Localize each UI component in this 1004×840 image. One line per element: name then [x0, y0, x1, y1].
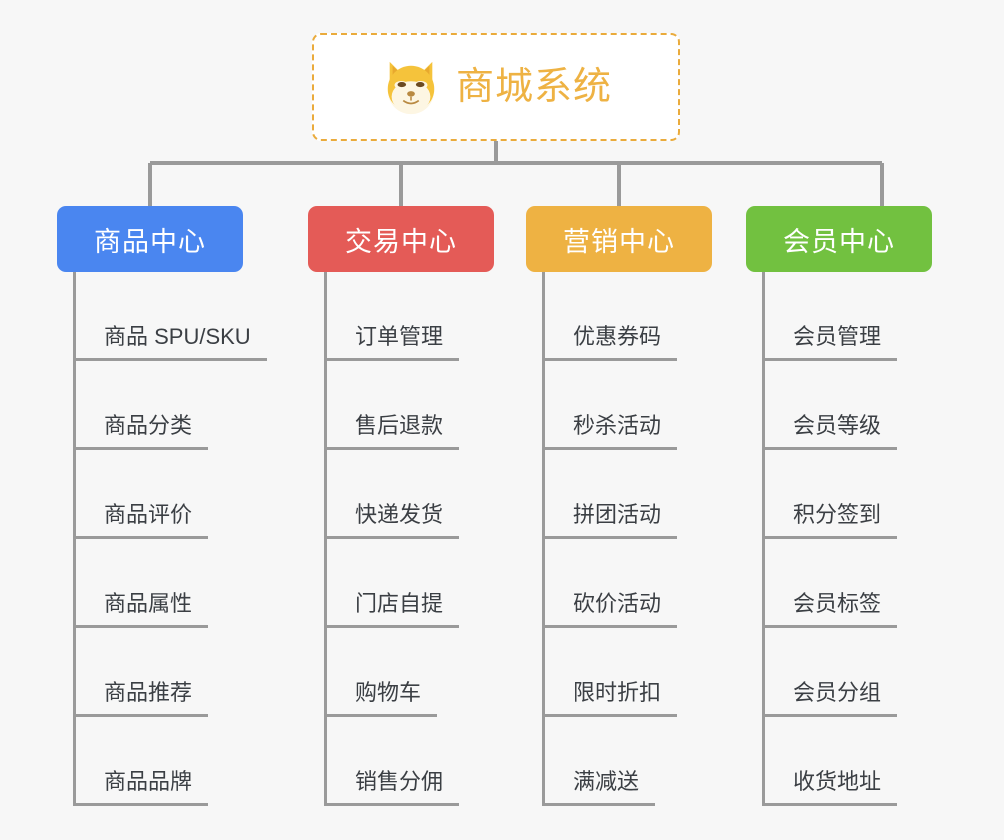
leaf-item[interactable]: 会员分组 — [765, 628, 932, 717]
branch-1-leaf-list: 商品 SPU/SKU 商品分类 商品评价 商品属性 商品推荐 商品品牌 — [73, 272, 267, 806]
leaf-label: 会员管理 — [765, 326, 898, 361]
leaf-item[interactable]: 优惠券码 — [545, 272, 712, 361]
leaf-item[interactable]: 会员标签 — [765, 539, 932, 628]
branch-2-leaf-list: 订单管理 售后退款 快递发货 门店自提 购物车 销售分佣 — [324, 272, 494, 806]
branch-header-1[interactable]: 商品中心 — [57, 206, 243, 272]
leaf-label: 售后退款 — [327, 415, 460, 450]
leaf-item[interactable]: 商品 SPU/SKU — [76, 272, 267, 361]
leaf-label: 商品属性 — [76, 593, 209, 628]
branch-header-1-label: 商品中心 — [94, 226, 206, 257]
leaf-label: 砍价活动 — [545, 593, 678, 628]
branch-header-4[interactable]: 会员中心 — [746, 206, 932, 272]
leaf-label: 快递发货 — [327, 504, 460, 539]
leaf-label: 商品推荐 — [76, 682, 209, 717]
leaf-label: 会员等级 — [765, 415, 898, 450]
leaf-label: 商品评价 — [76, 504, 209, 539]
leaf-label: 订单管理 — [327, 326, 460, 361]
leaf-label: 门店自提 — [327, 593, 460, 628]
leaf-item[interactable]: 商品属性 — [76, 539, 267, 628]
branch-4-leaf-list: 会员管理 会员等级 积分签到 会员标签 会员分组 收货地址 — [762, 272, 932, 806]
leaf-label: 收货地址 — [765, 771, 898, 806]
leaf-label: 销售分佣 — [327, 771, 460, 806]
leaf-item[interactable]: 商品推荐 — [76, 628, 267, 717]
leaf-item[interactable]: 收货地址 — [765, 717, 932, 806]
leaf-item[interactable]: 商品分类 — [76, 361, 267, 450]
branch-column-1: 商品中心 商品 SPU/SKU 商品分类 商品评价 商品属性 商品推荐 商品品牌 — [57, 206, 267, 806]
leaf-label: 拼团活动 — [545, 504, 678, 539]
leaf-item[interactable]: 限时折扣 — [545, 628, 712, 717]
leaf-label: 限时折扣 — [545, 682, 678, 717]
branch-column-2: 交易中心 订单管理 售后退款 快递发货 门店自提 购物车 销售分佣 — [308, 206, 494, 806]
branch-header-4-label: 会员中心 — [783, 226, 895, 257]
leaf-label: 会员分组 — [765, 682, 898, 717]
leaf-item[interactable]: 拼团活动 — [545, 450, 712, 539]
leaf-item[interactable]: 满减送 — [545, 717, 712, 806]
leaf-label: 满减送 — [545, 771, 656, 806]
branch-3-leaf-list: 优惠券码 秒杀活动 拼团活动 砍价活动 限时折扣 满减送 — [542, 272, 712, 806]
branch-header-3[interactable]: 营销中心 — [526, 206, 712, 272]
leaf-item[interactable]: 商品评价 — [76, 450, 267, 539]
leaf-item[interactable]: 购物车 — [327, 628, 494, 717]
leaf-label: 商品 SPU/SKU — [76, 326, 267, 361]
leaf-item[interactable]: 售后退款 — [327, 361, 494, 450]
shiba-dog-face-icon — [387, 61, 435, 115]
leaf-label: 购物车 — [327, 682, 438, 717]
leaf-item[interactable]: 订单管理 — [327, 272, 494, 361]
leaf-item[interactable]: 快递发货 — [327, 450, 494, 539]
leaf-item[interactable]: 砍价活动 — [545, 539, 712, 628]
leaf-label: 商品品牌 — [76, 771, 209, 806]
leaf-label: 优惠券码 — [545, 326, 678, 361]
leaf-label: 积分签到 — [765, 504, 898, 539]
leaf-item[interactable]: 门店自提 — [327, 539, 494, 628]
leaf-item[interactable]: 销售分佣 — [327, 717, 494, 806]
branch-header-2[interactable]: 交易中心 — [308, 206, 494, 272]
branch-column-4: 会员中心 会员管理 会员等级 积分签到 会员标签 会员分组 收货地址 — [746, 206, 932, 806]
leaf-label: 秒杀活动 — [545, 415, 678, 450]
leaf-item[interactable]: 会员管理 — [765, 272, 932, 361]
branch-column-3: 营销中心 优惠券码 秒杀活动 拼团活动 砍价活动 限时折扣 满减送 — [526, 206, 712, 806]
branch-header-3-label: 营销中心 — [563, 226, 675, 257]
leaf-item[interactable]: 商品品牌 — [76, 717, 267, 806]
leaf-label: 商品分类 — [76, 415, 209, 450]
leaf-item[interactable]: 秒杀活动 — [545, 361, 712, 450]
leaf-item[interactable]: 积分签到 — [765, 450, 932, 539]
root-node[interactable]: 商城系统 — [312, 33, 680, 141]
leaf-item[interactable]: 会员等级 — [765, 361, 932, 450]
leaf-label: 会员标签 — [765, 593, 898, 628]
root-title: 商城系统 — [455, 66, 612, 108]
branch-header-2-label: 交易中心 — [345, 226, 457, 257]
